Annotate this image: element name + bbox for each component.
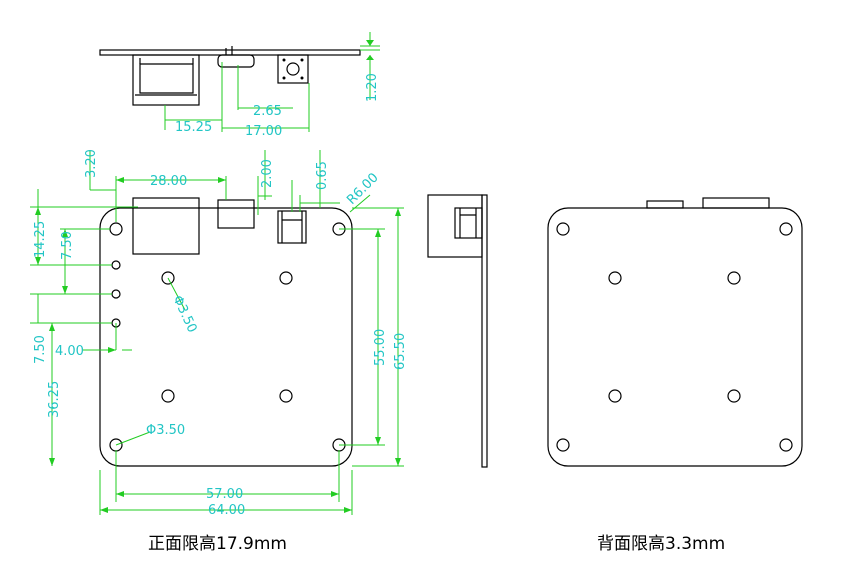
inner-hole-1 — [161, 271, 175, 285]
front-view — [99, 197, 353, 467]
inner-hole-2 — [279, 271, 293, 285]
dim-side-2-65: 2.65 — [253, 104, 282, 119]
dim-64-00: 64.00 — [208, 503, 245, 518]
side-profile-view — [427, 194, 488, 468]
side-push-button — [277, 54, 309, 84]
inner-hole-4 — [279, 389, 293, 403]
back-inner-hole-2 — [727, 271, 741, 285]
dim-28-00: 28.00 — [150, 174, 187, 189]
dim-14-25: 14.25 — [33, 221, 48, 258]
dim-radius: R6.00 — [344, 170, 381, 207]
dim-57-00: 57.00 — [206, 487, 243, 502]
back-hole-bl — [556, 438, 570, 452]
dim-4-00: 4.00 — [55, 344, 84, 359]
mount-hole-tl — [109, 222, 123, 236]
dim-side-17-00: 17.00 — [245, 124, 282, 139]
back-inner-hole-1 — [608, 271, 622, 285]
dim-36-25: 36.25 — [47, 381, 62, 418]
dim-55-00: 55.00 — [373, 329, 388, 366]
dim-2-00: 2.00 — [260, 159, 275, 188]
front-micro-connector — [217, 199, 255, 229]
dim-side-1-20: 1.20 — [365, 73, 380, 102]
dim-side-15-25: 15.25 — [175, 120, 212, 135]
small-hole-1 — [111, 260, 121, 270]
back-view — [547, 197, 803, 467]
back-hole-br — [779, 438, 793, 452]
dim-hole-bottom: Φ3.50 — [146, 423, 185, 438]
front-board-outline — [99, 207, 353, 467]
small-hole-2 — [111, 289, 121, 299]
profile-board-edge — [481, 194, 488, 468]
dim-7-50-bottom: 7.50 — [33, 335, 48, 364]
front-usb-connector — [132, 197, 200, 255]
back-board-outline — [547, 207, 803, 467]
back-hole-tl — [556, 222, 570, 236]
caption-back: 背面限高3.3mm — [597, 534, 725, 554]
side-usb-connector — [132, 54, 200, 106]
dim-hole-top: Φ3.50 — [169, 293, 199, 335]
dim-7-50-top: 7.50 — [60, 231, 75, 260]
back-connector-2 — [702, 197, 770, 209]
side-elevation-view: 15.25 17.00 2.65 1.20 — [99, 32, 380, 139]
side-micro-connector — [217, 54, 255, 68]
dim-3-20: 3.20 — [84, 149, 99, 178]
front-dimension-lines — [30, 150, 404, 515]
back-hole-tr — [779, 222, 793, 236]
dim-65-50: 65.50 — [393, 333, 408, 370]
back-inner-hole-4 — [727, 389, 741, 403]
dim-0-65: 0.65 — [315, 161, 330, 190]
back-connector-1 — [646, 200, 684, 209]
inner-hole-3 — [161, 389, 175, 403]
back-inner-hole-3 — [608, 389, 622, 403]
caption-front: 正面限高17.9mm — [148, 534, 287, 554]
side-board-outline — [99, 49, 361, 56]
